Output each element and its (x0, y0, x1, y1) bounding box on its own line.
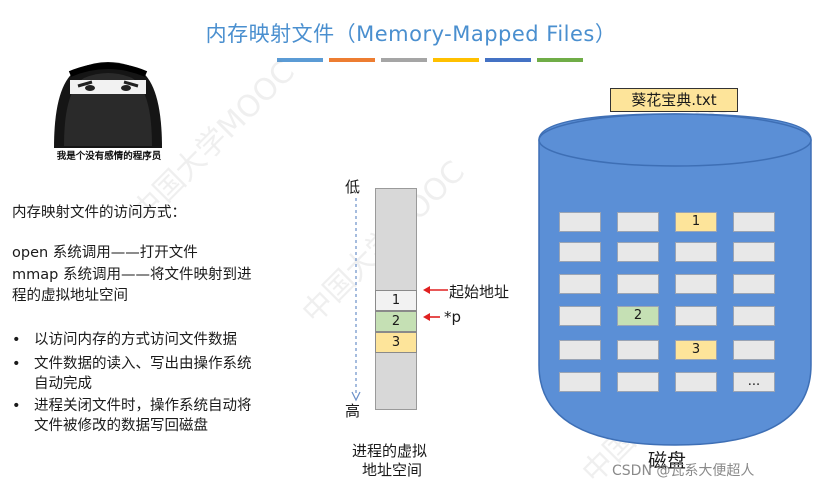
disk-block (559, 372, 601, 392)
red-arrows (423, 286, 448, 321)
disk-block (675, 242, 717, 262)
open-syscall-line: open 系统调用——打开文件 (12, 245, 198, 261)
disk-block (617, 212, 659, 232)
disk-block (675, 372, 717, 392)
disk-block: 3 (675, 340, 717, 360)
bullet-dot: • (12, 398, 21, 414)
slide-title: 内存映射文件（Memory-Mapped Files） (205, 22, 617, 46)
title-bar-6 (537, 58, 583, 62)
disk-block (617, 242, 659, 262)
mmap-syscall-line-2: 程的虚拟地址空间 (12, 288, 128, 304)
bullet-dot: • (12, 332, 21, 348)
disk-block (559, 306, 601, 326)
disk-block (675, 306, 717, 326)
title-underline-bars (277, 58, 583, 62)
disk-block (675, 274, 717, 294)
high-address-label: 高 (345, 402, 361, 420)
meme-image (40, 50, 176, 166)
bullet-text: 以访问内存的方式访问文件数据 (34, 332, 237, 348)
disk-block (559, 340, 601, 360)
mmap-syscall-line-1: mmap 系统调用——将文件映射到进 (12, 267, 252, 283)
disk-block: 2 (617, 306, 659, 326)
disk-block (617, 274, 659, 294)
masked-face-illustration (40, 50, 176, 166)
title-bar-4 (433, 58, 479, 62)
disk-block (733, 340, 775, 360)
disk-block (617, 372, 659, 392)
bullet-text-line-1: 进程关闭文件时，操作系统自动将 (34, 398, 252, 414)
disk-block: ... (733, 372, 775, 392)
disk-file-name: 葵花宝典.txt (610, 88, 738, 112)
disk-block (733, 274, 775, 294)
disk-block (733, 212, 775, 232)
start-address-label: 起始地址 (449, 283, 510, 301)
meme-caption: 我是个没有感情的程序员 (56, 151, 162, 162)
address-cell-3: 3 (375, 332, 417, 353)
pointer-label: *p (444, 308, 462, 326)
bullet-dot: • (12, 356, 21, 372)
disk-block (559, 274, 601, 294)
address-cell-1: 1 (375, 290, 417, 311)
bullet-text-line-2: 自动完成 (34, 375, 92, 392)
access-heading: 内存映射文件的访问方式： (12, 205, 186, 221)
disk-block: 1 (675, 212, 717, 232)
low-address-label: 低 (345, 178, 361, 196)
disk-block (733, 306, 775, 326)
disk-block (617, 340, 659, 360)
title-bar-5 (485, 58, 531, 62)
title-bar-3 (381, 58, 427, 62)
disk-block (559, 242, 601, 262)
title-bar-2 (329, 58, 375, 62)
bullet-text: 进程关闭文件时，操作系统自动将 文件被修改的数据写回磁盘 (34, 397, 324, 436)
address-space-caption-1: 进程的虚拟 (352, 442, 428, 460)
address-space-caption-2: 地址空间 (362, 461, 423, 479)
credit-watermark: CSDN @瓦系大便超人 (612, 463, 755, 479)
disk-block (559, 212, 601, 232)
disk-block (733, 242, 775, 262)
address-direction-arrow (351, 198, 361, 402)
address-cell-2: 2 (375, 311, 417, 332)
bullet-text-line-2: 文件被修改的数据写回磁盘 (34, 417, 208, 434)
title-bar-1 (277, 58, 323, 62)
bullet-text-line-1: 文件数据的读入、写出由操作系统 (34, 356, 252, 372)
bullet-text: 文件数据的读入、写出由操作系统 自动完成 (34, 355, 324, 394)
disk-label: 磁盘 (648, 450, 687, 472)
